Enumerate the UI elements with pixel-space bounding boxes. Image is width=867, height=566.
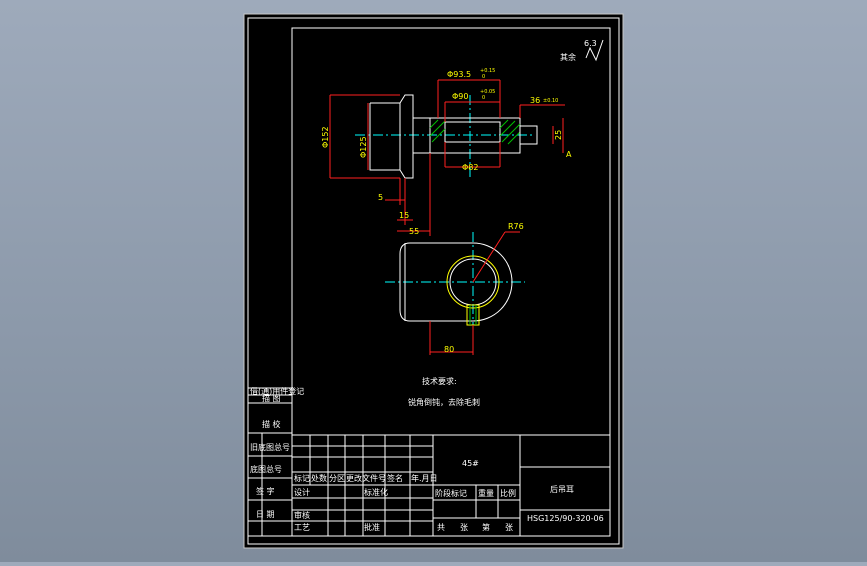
part-name: 后吊耳 [550, 484, 574, 494]
dim-d93-5-tol-lower: 0 [482, 74, 485, 80]
label-date: 日 期 [256, 510, 275, 519]
dim-d93-5-tol-upper: +0.15 [480, 68, 495, 74]
dim-80: 80 [444, 345, 454, 354]
stage-label: 阶段标记 [435, 488, 467, 498]
side-dimensions: R76 80 [429, 222, 524, 355]
label-signature: 签 字 [256, 486, 275, 496]
rev-header-change-doc: 更改文件号 [346, 473, 386, 483]
roughness-symbol-icon [585, 39, 604, 62]
tech-req-title: 技术要求: [422, 376, 457, 386]
design-label: 设计 [294, 487, 310, 497]
dim-55: 55 [409, 227, 419, 236]
label-trace-check: 描 校 [262, 419, 281, 429]
dim-r76: R76 [508, 222, 524, 231]
rev-header-date: 年.月日 [411, 473, 438, 483]
dim-d125: Φ125 [359, 136, 368, 158]
drawing-number: HSG125/90-320-06 [527, 514, 604, 523]
datum-a: A [566, 150, 572, 159]
review-label: 审核 [294, 510, 310, 520]
front-dimensions [329, 79, 565, 236]
roughness-note: 其余 [560, 52, 576, 62]
dim-36: 36 [530, 96, 540, 105]
standard-label: 标准化 [364, 487, 388, 497]
left-column-labels: 借(通)用件登记 描 图 描 校 旧底图总号 底图总号 签 字 日 期 [250, 386, 304, 519]
sheets-total: 共 [437, 523, 445, 532]
material: 45# [462, 459, 479, 468]
label-old-base-no: 旧底图总号 [250, 442, 290, 452]
label-trace: 描 图 [262, 393, 281, 403]
rev-header-count: 处数 [311, 473, 327, 483]
sheet-label: 张 [505, 523, 513, 532]
dim-d82: Φ82 [462, 163, 478, 172]
dim-d90-tol-lower: 0 [482, 95, 485, 101]
rev-header-sign: 签名 [387, 473, 403, 483]
scale-label: 比例 [500, 488, 516, 498]
rev-header-mark: 标记 [294, 473, 310, 483]
approve-label: 批准 [364, 522, 380, 532]
sheets-label: 张 [460, 523, 468, 532]
dim-d152: Φ152 [321, 126, 330, 148]
dim-25: 25 [554, 130, 563, 140]
front-dimension-texts: Φ93.5 +0.15 0 Φ90 +0.05 0 Φ152 Φ125 Φ82 … [321, 68, 572, 236]
dim-36-tol: ±0.10 [543, 98, 558, 104]
sheet-trim-frame [247, 17, 620, 545]
front-view [355, 94, 538, 179]
rev-header-zone: 分区 [329, 474, 345, 483]
title-block-texts: 45# 后吊耳 HSG125/90-320-06 标记 处数 分区 更改文件号 … [294, 459, 604, 532]
title-block [291, 434, 611, 537]
roughness-value: 6.3 [584, 39, 597, 48]
process-label: 工艺 [294, 523, 310, 532]
side-view [385, 232, 525, 335]
dim-d93-5: Φ93.5 [447, 70, 471, 79]
label-borrow-register: 借(通)用件登记 [250, 386, 304, 396]
dim-15: 15 [399, 211, 409, 220]
sheet-number: 第 [482, 522, 490, 532]
weight-label: 重量 [478, 488, 494, 498]
dim-d90: Φ90 [452, 92, 468, 101]
dim-5: 5 [378, 193, 383, 202]
label-base-no: 底图总号 [250, 464, 282, 474]
dim-d90-tol-upper: +0.05 [480, 89, 495, 95]
tech-req-text: 锐角倒钝，去除毛刺 [408, 397, 480, 407]
